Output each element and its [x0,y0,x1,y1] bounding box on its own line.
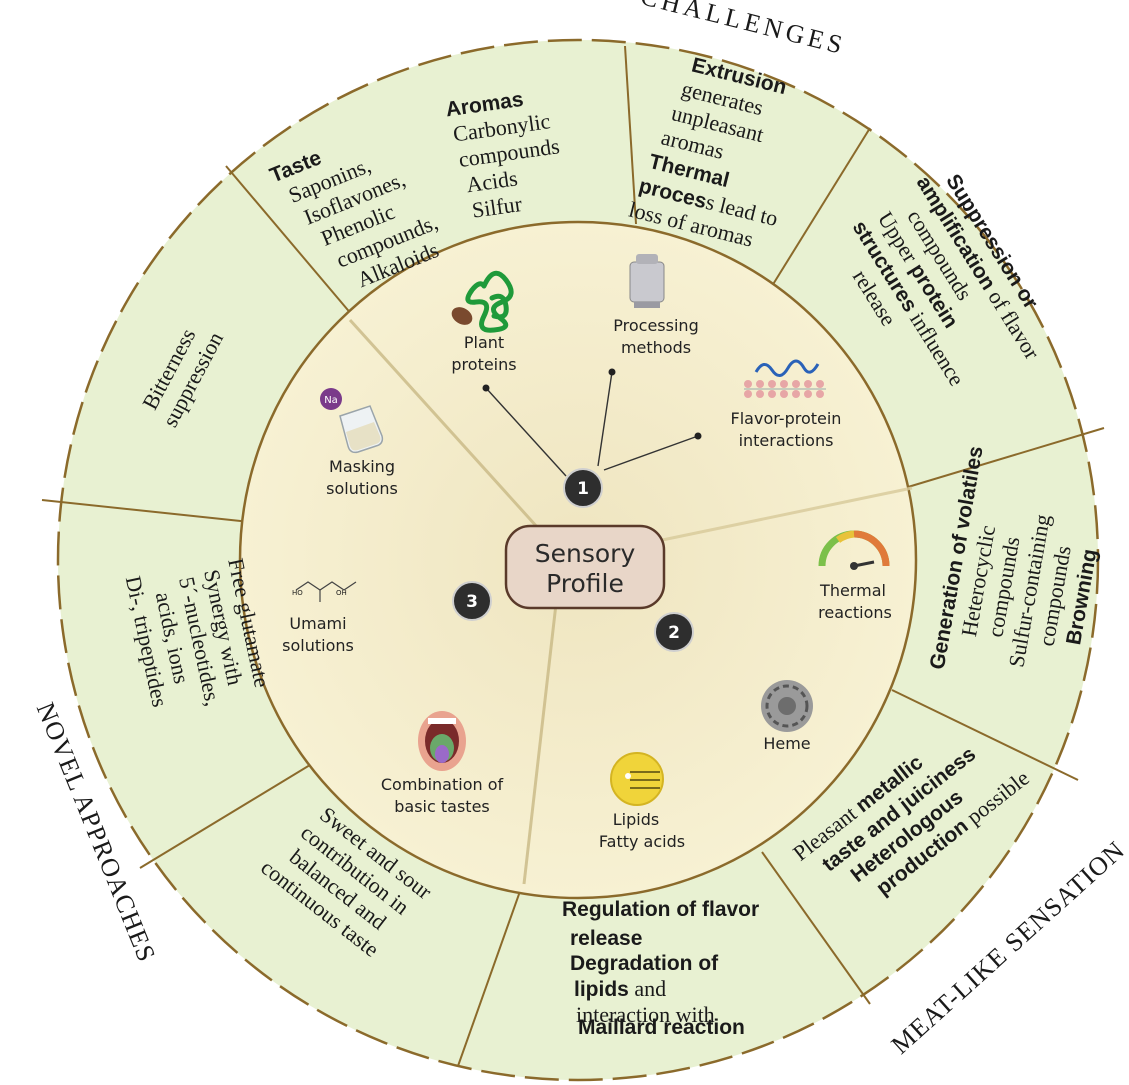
pointer-lines [485,371,699,477]
sodium-icon: Na [320,388,342,410]
plant-proteins-label-1: Plant [464,333,504,352]
svg-text:release: release [570,927,642,950]
processing-label-1: Processing [613,316,698,335]
pointer-dot [482,384,490,392]
outer-dashed-border [56,38,1100,1082]
molecule-icon [295,581,357,602]
badge-2: 2 [654,612,694,652]
center-title-line1: Sensory [535,539,636,568]
segment-aromas: Aromas Carbonylic compounds Acids Silfur [444,88,561,223]
svg-text:lipids and: lipids and [574,976,666,1001]
combination-label-1: Combination of [381,775,504,794]
svg-text:Maillard reaction: Maillard reaction [578,1016,745,1039]
segment-dividers [41,45,1105,1067]
segment-regulation: Regulation of flavor release Degradation… [562,898,759,1039]
segment-sweet-sour: Sweet and sour contribution in balanced … [256,802,437,962]
umami-label-2: solutions [282,636,354,655]
processing-label-2: methods [621,338,691,357]
center-title-line2: Profile [546,569,624,598]
mouth-icon [418,711,466,771]
svg-text:3: 3 [466,592,478,612]
flavor-protein-icon [744,359,826,398]
badge-3: 3 [452,581,492,621]
svg-text:Regulation of flavor: Regulation of flavor [562,898,759,921]
svg-text:2: 2 [668,623,680,643]
masking-label-1: Masking [329,457,395,476]
molecule-label: OH [336,589,347,597]
svg-text:Degradation of: Degradation of [570,952,719,975]
badge-1: 1 [563,468,603,508]
flavor-protein-label-2: interactions [739,431,834,450]
svg-text:1: 1 [577,479,589,499]
plant-proteins-label-2: proteins [451,355,516,374]
svg-text:Na: Na [324,395,338,406]
heme-label: Heme [763,734,810,753]
lipids-label-1: Lipids [613,810,659,829]
flavor-protein-label-1: Flavor-protein [731,409,842,428]
svg-text:interaction with: interaction with [576,1002,715,1027]
lipids-label-2: Fatty acids [599,832,685,851]
lipid-icon [610,752,664,806]
plant-protein-icon [451,270,514,333]
masking-label-2: solutions [326,479,398,498]
pointer-dot [694,432,702,440]
molecule-label: HO [292,589,303,597]
beaker-icon [339,405,384,454]
heme-icon [761,680,813,732]
inner-labels: Plant proteins Processing methods Flavor… [282,316,892,851]
thermal-label-2: reactions [818,603,892,622]
center-box [504,524,666,610]
inner-rays [348,318,913,885]
processing-tank-icon [629,254,665,308]
thermal-gauge-icon [818,530,890,570]
pointer-dot [608,368,616,376]
umami-label-1: Umami [289,614,346,633]
thermal-label-1: Thermal [819,581,886,600]
combination-label-2: basic tastes [394,797,490,816]
